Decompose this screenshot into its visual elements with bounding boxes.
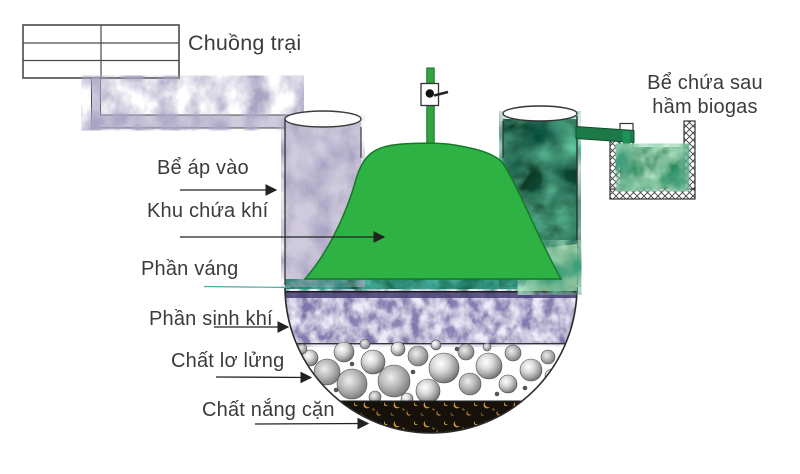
valve-knob-icon	[425, 89, 434, 98]
inlet-tank-rim	[284, 110, 362, 128]
effluent-pipe	[575, 125, 635, 144]
storage-tank-label-line1: Bể chứa sau	[647, 72, 763, 94]
suspended-matter-label: Chất lơ lửng	[171, 350, 285, 372]
waste-pipe	[91, 77, 294, 129]
basin-wall-left	[609, 133, 622, 190]
chute-flow	[622, 131, 630, 150]
inlet-tank-label: Bể áp vào	[157, 157, 249, 179]
basin-wall-right	[683, 120, 696, 190]
basin-liquid	[621, 147, 684, 188]
slurry-layer	[285, 292, 577, 344]
sediment-label: Chất nắng cặn	[202, 399, 335, 421]
pointer-scum-line	[203, 285, 291, 289]
gas-valve	[420, 82, 449, 107]
scum-label: Phần váng	[141, 258, 239, 280]
gas-dome	[303, 142, 563, 280]
gas-holder-label: Khu chứa khí	[147, 200, 269, 222]
valve-handle-icon	[433, 90, 449, 97]
storage-tank-label: Bể chứa sau hầm biogas	[632, 72, 778, 119]
arrow-sediment	[254, 417, 370, 430]
pointer-arrows	[180, 184, 386, 430]
basin-wall-bottom	[609, 187, 696, 200]
gas-generation-label: Phần sinh khí	[149, 308, 273, 330]
arrow-suspended-matter	[215, 371, 313, 384]
bowl-outline	[284, 286, 578, 434]
barn-label: Chuồng trại	[188, 31, 302, 55]
barn-grid	[22, 24, 180, 79]
storage-basin	[575, 120, 696, 200]
suspended-bubbles	[296, 338, 570, 406]
storage-tank-label-line2: hầm biogas	[652, 95, 758, 118]
outlet-tank-rim	[502, 105, 578, 122]
inlet-tank	[284, 110, 362, 285]
